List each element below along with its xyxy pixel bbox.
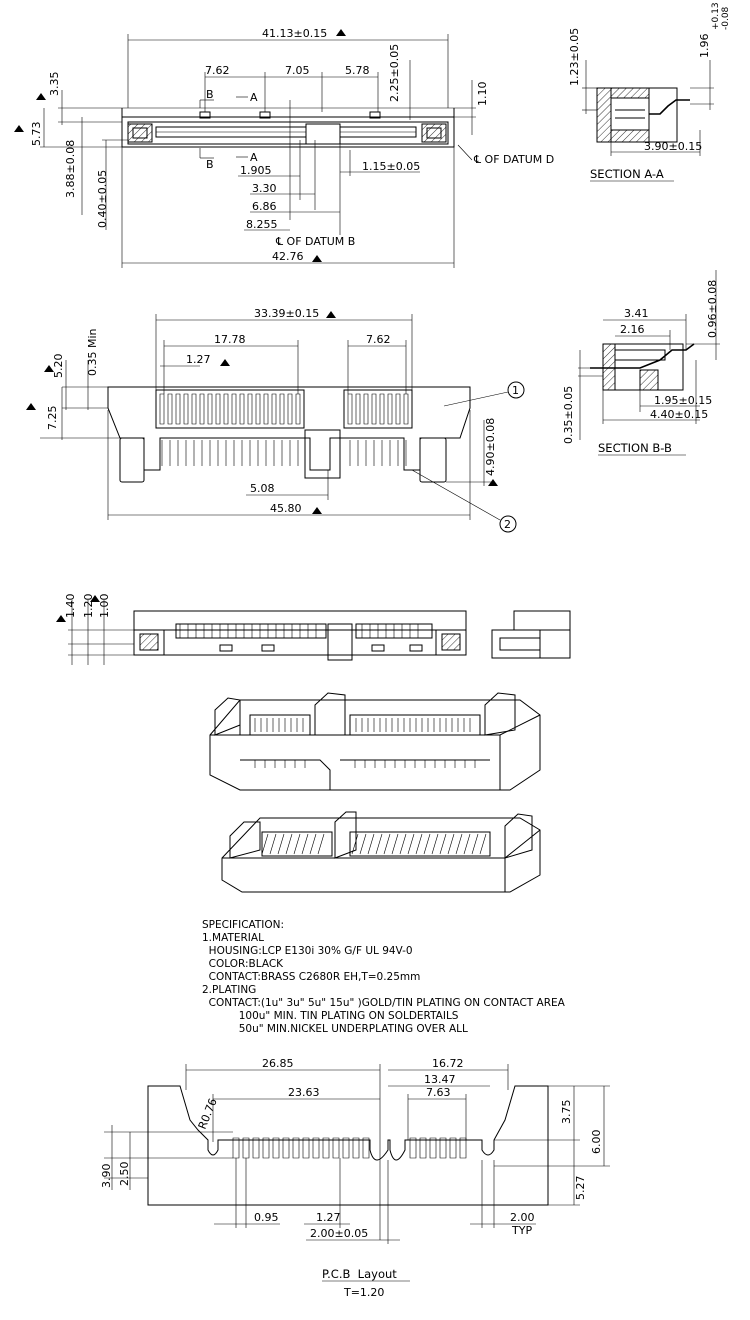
top-view: 41.13±0.15 7.62 7.05 5.78 2.25±0.05 1.10…	[14, 27, 554, 268]
bb-dim-195: 1.95±0.15	[654, 394, 712, 407]
spec-line-3: COLOR:BLACK	[202, 958, 284, 970]
side-view: 1.40 1.20 1.00	[56, 594, 571, 665]
pcb-dim-200typ: 2.00	[510, 1211, 535, 1224]
cut-a-top: A	[250, 91, 258, 104]
datum-b-label: ℄ OF DATUM B	[275, 235, 355, 248]
fv-dim-127: 1.27	[186, 353, 211, 366]
front-contacts	[159, 393, 409, 466]
dim-335: 3.35	[48, 72, 61, 97]
dim-pitch-762: 7.62	[205, 64, 230, 77]
dim-573: 5.73	[30, 122, 43, 147]
aa-dim-width: 3.90±0.15	[644, 140, 702, 153]
dim-040: 0.40±0.05	[96, 170, 109, 228]
cut-b-top: B	[206, 88, 214, 101]
aa-dim-right: 1.96	[698, 34, 711, 59]
cut-b-bottom: B	[206, 158, 214, 171]
pcb-title: P.C.B Layout	[322, 1267, 397, 1281]
fv-dim-725: 7.25	[46, 406, 59, 431]
section-a-a: 1.23±0.05 1.96 +0.13 -0.08 3.90±0.15 SEC…	[568, 2, 731, 182]
pcb-dim-1672: 16.72	[432, 1057, 464, 1070]
fv-dim-508: 5.08	[250, 482, 275, 495]
fv-dim-520: 5.20	[52, 354, 65, 379]
bb-dim-216: 2.16	[620, 323, 645, 336]
dim-388: 3.88±0.08	[64, 140, 77, 198]
dim-pitch-705: 7.05	[285, 64, 310, 77]
pcb-dim-250: 2.50	[118, 1162, 131, 1187]
spec-line-7: 100u" MIN. TIN PLATING ON SOLDERTAILS	[202, 1010, 459, 1022]
pcb-dim-2685: 26.85	[262, 1057, 294, 1070]
pcb-dim-390: 3.90	[100, 1164, 113, 1189]
section-bb-title: SECTION B-B	[598, 441, 672, 455]
pcb-thickness: T=1.20	[343, 1286, 384, 1299]
pcb-dim-763: 7.63	[426, 1086, 451, 1099]
dim-overall-bottom: 42.76	[272, 250, 304, 263]
dim-330: 3.30	[252, 182, 277, 195]
pcb-radius: R0.76	[196, 1096, 220, 1131]
spec-line-6: CONTACT:(1u" 3u" 5u" 15u" )GOLD/TIN PLAT…	[202, 997, 566, 1009]
pcb-dim-600: 6.00	[590, 1130, 603, 1155]
fv-dim-762: 7.62	[366, 333, 391, 346]
spec-line-8: 50u" MIN.NICKEL UNDERPLATING OVER ALL	[202, 1023, 468, 1035]
sv-dim-120: 1.20	[82, 594, 95, 619]
isometric-view-bottom	[221, 811, 541, 893]
pcb-dim-2363: 23.63	[288, 1086, 320, 1099]
dim-110: 1.10	[476, 82, 489, 107]
aa-tol-minus: -0.08	[721, 6, 731, 30]
bb-dim-341: 3.41	[624, 307, 649, 320]
isometric-view-top	[209, 692, 541, 791]
pcb-dim-095: 0.95	[254, 1211, 279, 1224]
dim-225: 2.25±0.05	[388, 44, 401, 102]
bb-dim-440: 4.40±0.15	[650, 408, 708, 421]
spec-line-0: SPECIFICATION:	[202, 919, 284, 931]
datum-d-label: ℄ OF DATUM D	[473, 153, 554, 166]
pcb-dim-200: 2.00±0.05	[310, 1227, 368, 1240]
front-view: 33.39±0.15 17.78 7.62 1.27 0.35 Min 5.20…	[26, 307, 525, 533]
spec-line-4: CONTACT:BRASS C2680R EH,T=0.25mm	[202, 971, 420, 983]
pcb-dim-527: 5.27	[574, 1176, 587, 1201]
bb-dim-035: 0.35±0.05	[562, 386, 575, 444]
dim-8255: 8.255	[246, 218, 278, 231]
pcb-dim-375: 3.75	[560, 1100, 573, 1125]
dim-1905: 1.905	[240, 164, 272, 177]
spec-line-5: 2.PLATING	[202, 984, 256, 996]
pcb-dim-127: 1.27	[316, 1211, 341, 1224]
section-aa-title: SECTION A-A	[590, 167, 664, 181]
dim-pitch-578: 5.78	[345, 64, 370, 77]
section-b-b: 3.41 2.16 0.96±0.08 0.35±0.05 1.95±0.15 …	[562, 270, 720, 456]
pcb-layout: 26.85 16.72 13.47 23.63 7.63 R0.76 3.75 …	[100, 1057, 610, 1299]
fv-dim-span: 33.39±0.15	[254, 307, 319, 320]
spec-line-1: 1.MATERIAL	[202, 932, 264, 944]
aa-dim-height: 1.23±0.05	[568, 28, 581, 86]
aa-tol-plus: +0.13	[711, 2, 721, 30]
fv-dim-tail: 4.90±0.08	[484, 418, 497, 476]
spec-line-2: HOUSING:LCP E130i 30% G/F UL 94V-0	[202, 945, 413, 957]
sv-dim-100: 1.00	[98, 594, 111, 619]
pcb-typ: TYP	[511, 1224, 532, 1237]
cut-a-bottom: A	[250, 151, 258, 164]
dim-686: 6.86	[252, 200, 277, 213]
pcb-dim-1347: 13.47	[424, 1073, 456, 1086]
dim-115: 1.15±0.05	[362, 160, 420, 173]
fv-dim-035min: 0.35 Min	[86, 328, 99, 376]
sv-dim-140: 1.40	[64, 594, 77, 619]
fv-dim-1778: 17.78	[214, 333, 246, 346]
bb-dim-096: 0.96±0.08	[706, 280, 719, 338]
specification-block: SPECIFICATION: 1.MATERIAL HOUSING:LCP E1…	[202, 919, 566, 1035]
dim-overall-top: 41.13±0.15	[262, 27, 327, 40]
balloon-1: 1	[512, 384, 519, 397]
fv-dim-width: 45.80	[270, 502, 302, 515]
balloon-2: 2	[504, 518, 511, 531]
